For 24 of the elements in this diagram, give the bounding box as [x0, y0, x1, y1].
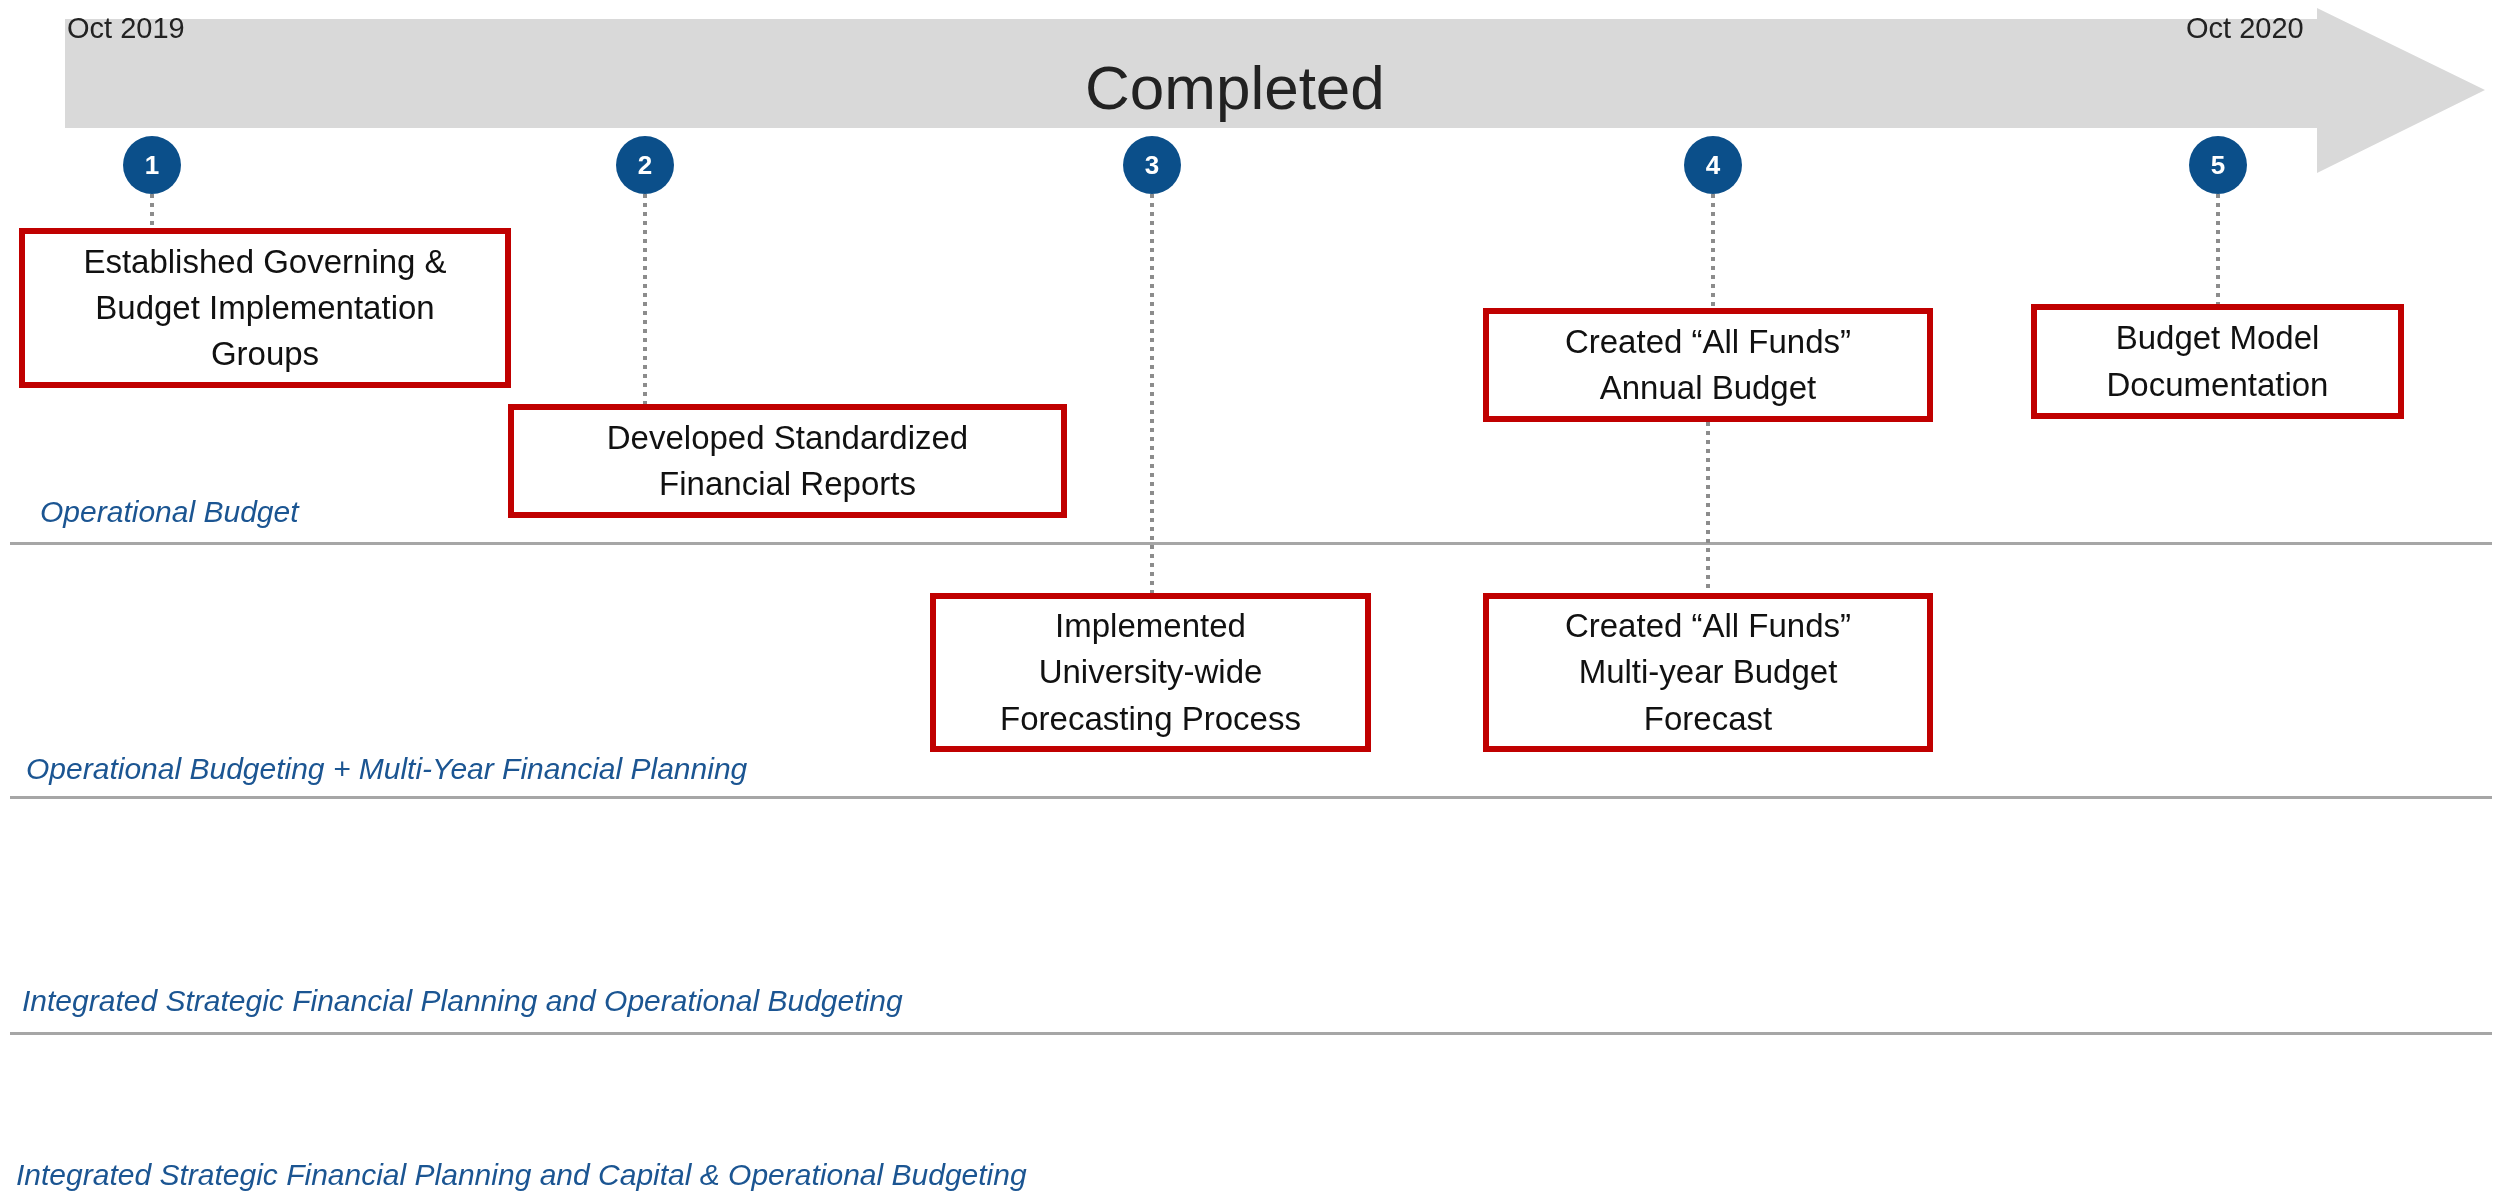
- milestone-box: Budget Model Documentation: [2031, 304, 2404, 419]
- milestone-box: Created “All Funds” Annual Budget: [1483, 308, 1933, 422]
- dotted-connector: [1711, 194, 1715, 308]
- milestone-box: Developed Standardized Financial Reports: [508, 404, 1067, 518]
- step-number-circle: 3: [1123, 136, 1181, 194]
- dotted-connector: [2216, 194, 2220, 304]
- dotted-connector: [150, 194, 154, 228]
- swimlane-label: Integrated Strategic Financial Planning and Operational Budgeting: [22, 984, 903, 1018]
- step-number-circle: 2: [616, 136, 674, 194]
- date-label: Oct 2019: [67, 12, 185, 45]
- swimlane-label: Operational Budget: [40, 495, 299, 529]
- milestone-box: Implemented University-wide Forecasting Process: [930, 593, 1371, 752]
- step-number-circle: 1: [123, 136, 181, 194]
- swimlane-label: Integrated Strategic Financial Planning and Capital & Operational Budgeting: [16, 1158, 1027, 1192]
- step-number-circle: 4: [1684, 136, 1742, 194]
- date-label: Oct 2020: [2186, 12, 2304, 45]
- step-number-circle: 5: [2189, 136, 2247, 194]
- swimlane-label: Operational Budgeting + Multi-Year Financial Planning: [26, 752, 748, 786]
- milestone-box: Established Governing & Budget Implementation Groups: [19, 228, 511, 388]
- timeline-arrow: [65, 8, 2485, 173]
- dotted-connector: [1150, 194, 1154, 593]
- dotted-connector: [643, 194, 647, 404]
- timeline-title: Completed: [1085, 52, 1385, 123]
- milestone-box: Created “All Funds” Multi-year Budget Forecast: [1483, 593, 1933, 752]
